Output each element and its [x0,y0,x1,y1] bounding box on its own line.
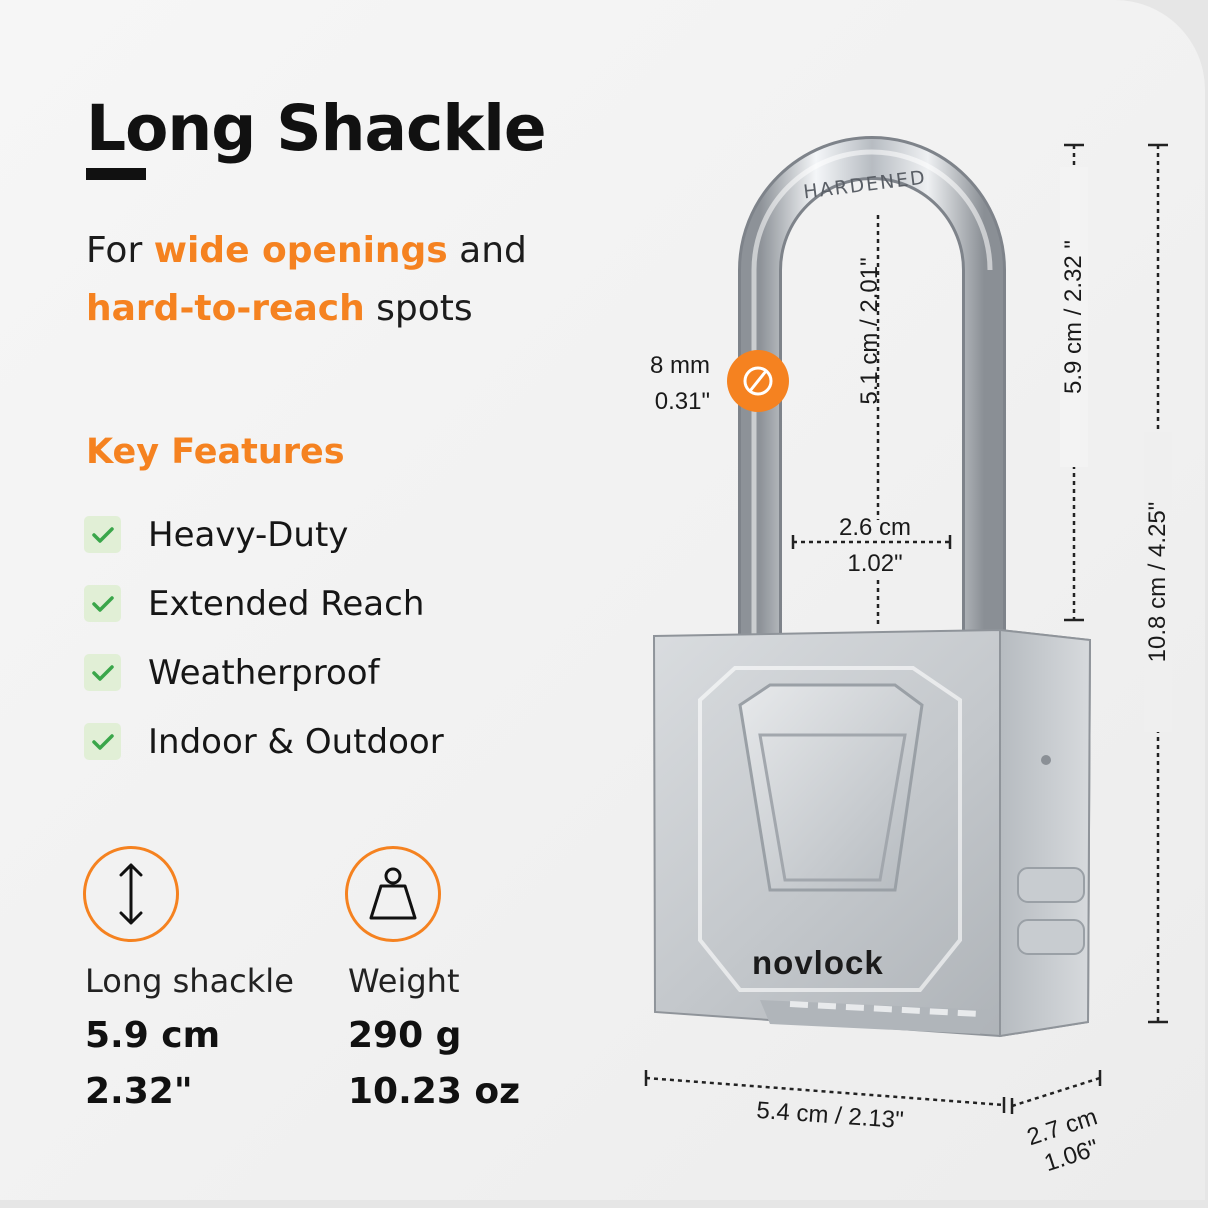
diameter-marker [727,350,789,412]
spec-label: Weight [348,962,460,1000]
checkmark-icon [84,723,121,760]
spec-value: 2.32" [85,1071,193,1112]
feature-item: Heavy-Duty [84,500,444,569]
vertical-arrow-icon [83,846,179,942]
inner-width-label: 2.6 cm 1.02" [800,510,950,582]
subtitle: For wide openings and hard-to-reach spot… [86,222,566,338]
subtitle-text: spots [364,288,473,329]
feature-item: Weatherproof [84,638,444,707]
spec-long-shackle [83,846,179,942]
feature-label: Indoor & Outdoor [148,721,444,762]
lock-body [652,628,1092,1038]
subtitle-text: For [86,230,154,271]
features-list: Heavy-Duty Extended Reach Weatherproof I… [84,500,444,776]
subtitle-text: and [447,230,527,271]
subtitle-highlight: hard-to-reach [86,288,365,329]
spec-weight [345,846,441,942]
feature-label: Extended Reach [148,583,425,624]
inner-width-cm: 2.6 cm [838,514,912,541]
brand-logo: novlock [752,944,884,981]
total-height-label: 10.8 cm / 4.25" [1144,432,1172,732]
inner-height-label: 5.1 cm / 2.01" [856,257,883,405]
shackle [738,136,1006,640]
spec-value: 5.9 cm [85,1015,221,1056]
feature-label: Heavy-Duty [148,514,349,555]
spec-value: 290 g [348,1015,462,1056]
dimension-ticks [644,143,1168,1114]
shackle-diameter-label: 8 mm 0.31" [640,348,710,420]
shackle-diameter-in: 0.31" [654,388,710,415]
checkmark-icon [84,585,121,622]
checkmark-icon [84,654,121,691]
title-underline [86,168,146,180]
spec-label: Long shackle [85,962,294,1000]
feature-label: Weatherproof [148,652,380,693]
subtitle-highlight: wide openings [153,230,448,271]
inner-width-in: 1.02" [847,550,903,577]
features-heading: Key Features [86,432,345,472]
shackle-height-label: 5.9 cm / 2.32 " [1060,167,1088,467]
dimension-lines [645,145,1160,1108]
feature-item: Extended Reach [84,569,444,638]
feature-item: Indoor & Outdoor [84,707,444,776]
weight-icon [345,846,441,942]
shackle-diameter-mm: 8 mm [650,352,710,379]
checkmark-icon [84,516,121,553]
spec-value: 10.23 oz [348,1071,521,1112]
page-title: Long Shackle [86,92,547,165]
